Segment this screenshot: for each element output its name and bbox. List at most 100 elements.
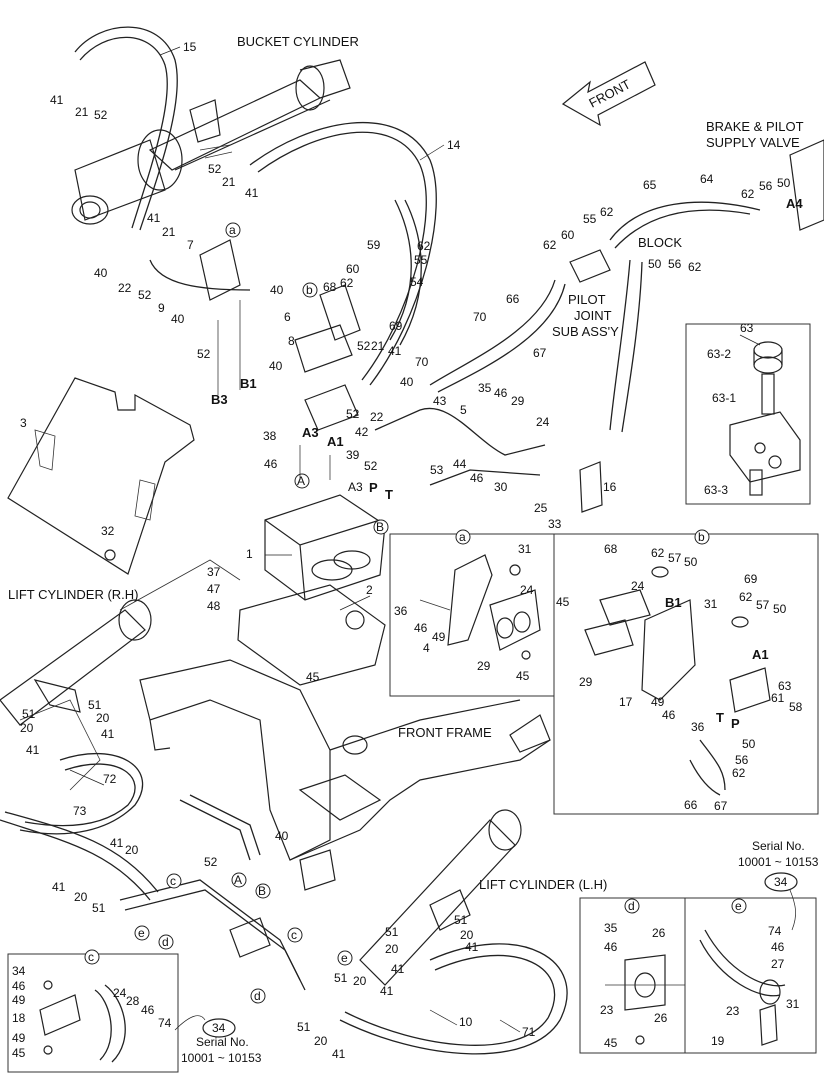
block-post-hose-b (621, 261, 643, 433)
main-control-valve (264, 284, 386, 601)
part-label: 74 (158, 1016, 172, 1030)
part-label: 36 (691, 720, 705, 734)
part-label: 45 (12, 1046, 26, 1060)
part-label: 41 (380, 984, 394, 998)
part-label: 67 (533, 346, 547, 360)
part-label: 8 (288, 334, 295, 348)
part-label: 46 (12, 979, 26, 993)
part-label: 20 (314, 1034, 328, 1048)
part-label: 21 (75, 105, 89, 119)
part-label: 24 (520, 583, 534, 597)
port-t-detail: T (716, 710, 724, 725)
part-label: 52 (346, 407, 360, 421)
part-label: 62 (600, 205, 614, 219)
ref-b-top: b (306, 283, 313, 297)
bucket-cylinder-title: BUCKET CYLINDER (237, 34, 359, 49)
part-label: 52 (357, 339, 371, 353)
tube-5 (374, 407, 546, 456)
part-label: 35 (604, 921, 618, 935)
part-label: 69 (389, 319, 403, 333)
part-label: 49 (432, 630, 446, 644)
hose-65 (614, 209, 751, 249)
part-label: 46 (771, 940, 785, 954)
part-label: 29 (579, 675, 593, 689)
part-label: 36 (394, 604, 408, 618)
hose-15-b (79, 36, 168, 229)
detail-e-drawing (699, 929, 786, 1046)
port-a3: A3 (302, 425, 319, 440)
front-frame (19, 559, 551, 861)
hose-14 (249, 121, 437, 386)
hose-64 (609, 201, 761, 241)
port-p-detail: P (731, 716, 740, 731)
part-label: 45 (516, 669, 530, 683)
part-label: 41 (391, 962, 405, 976)
front-label: FRONT (586, 76, 633, 110)
cover-plate-3 (7, 377, 195, 575)
part-label: 41 (26, 743, 40, 757)
block-title: BLOCK (638, 235, 682, 250)
part-label: 63-1 (712, 391, 736, 405)
part-label: 10 (459, 1015, 473, 1029)
port-b3: B3 (211, 392, 228, 407)
part-label: 56 (759, 179, 773, 193)
part-label: 66 (506, 292, 520, 306)
tube-5b (429, 469, 541, 486)
part-label: 48 (207, 599, 221, 613)
detail-box-a (389, 533, 555, 697)
part-label: 18 (12, 1011, 26, 1025)
ref-e-1: e (138, 926, 145, 940)
front-direction-arrow (561, 61, 656, 127)
part-label: 38 (263, 429, 277, 443)
part-label: 45 (604, 1036, 618, 1050)
part-label: 51 (297, 1020, 311, 1034)
part-label: 44 (453, 457, 467, 471)
lift-lh-title: LIFT CYLINDER (L.H) (479, 877, 607, 892)
part-label: 20 (460, 928, 474, 942)
part-label: 22 (370, 410, 384, 424)
part-label: 6 (284, 310, 291, 324)
port-b1: B1 (240, 376, 257, 391)
part-label: 47 (207, 582, 221, 596)
pilot-title-3: SUB ASS'Y (552, 324, 619, 339)
part-label: 30 (494, 480, 508, 494)
part-label: 46 (662, 708, 676, 722)
part-label: 51 (22, 707, 36, 721)
lower-tube-assy (119, 794, 336, 991)
part-label: 5 (460, 403, 467, 417)
part-number-labels: 15 41 21 52 14 52 21 41 41 21 40 22 52 9… (12, 40, 803, 1061)
part-label: 49 (651, 695, 665, 709)
part-label: 69 (744, 572, 758, 586)
part-label: 63 (778, 679, 792, 693)
part-label: 20 (96, 711, 110, 725)
part-label: 9 (158, 301, 165, 315)
part-label: 62 (651, 546, 665, 560)
part-label: 63 (740, 321, 754, 335)
part-label: 59 (367, 238, 381, 252)
part-label: 52 (208, 162, 222, 176)
ref-d-1: d (162, 935, 169, 949)
pilot-title-2: JOINT (574, 308, 612, 323)
part-label: 40 (270, 283, 284, 297)
part-label: 49 (12, 1031, 26, 1045)
part-label: 17 (619, 695, 633, 709)
hose-15 (74, 26, 178, 231)
part-label: 24 (113, 986, 127, 1000)
detail-box-de (579, 897, 817, 1054)
part-label: 46 (604, 940, 618, 954)
part-label: 72 (103, 772, 117, 786)
part-label: 37 (207, 565, 221, 579)
mounting-plate-2 (237, 584, 386, 686)
part-label: 51 (92, 901, 106, 915)
front-frame-title: FRONT FRAME (398, 725, 492, 740)
pilot-title-1: PILOT (568, 292, 606, 307)
part-label: 62 (741, 187, 755, 201)
serial-range-right: 10001 ~ 10153 (738, 855, 819, 869)
part-label: 42 (355, 425, 369, 439)
part-label: 41 (147, 211, 161, 225)
part-label: 61 (771, 691, 785, 705)
part-label: 43 (433, 394, 447, 408)
port-a1-detail: A1 (752, 647, 769, 662)
detail-box-b (553, 533, 819, 815)
